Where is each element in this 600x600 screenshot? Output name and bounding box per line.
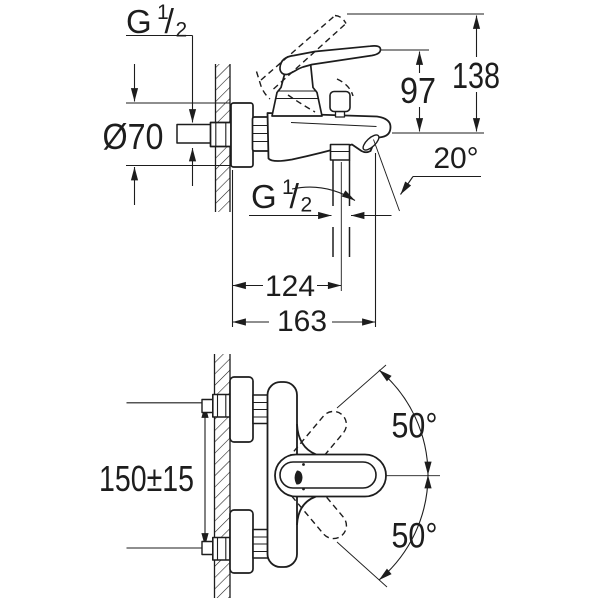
spout-angle-label: 20° (433, 142, 478, 175)
escutcheon-front-top (229, 376, 254, 443)
wall-nut-top (212, 393, 231, 418)
inlet-pipe-stub (176, 123, 213, 144)
aerator-outlet (362, 134, 380, 151)
dim-height-97 (381, 49, 429, 132)
inlet-stub-top (201, 398, 214, 414)
cartridge-dome (271, 62, 323, 117)
inlet-distance-label: 150±15 (99, 458, 194, 499)
lever-handle-side (279, 45, 382, 76)
escutcheon-front-bottom (229, 509, 254, 574)
front-view: 150±15 50° 50° (99, 354, 440, 598)
dim-extension-lines (231, 153, 377, 327)
thread-size-label-top: G 1 / 2 (126, 1, 187, 42)
dim-diameter-70 (126, 64, 230, 205)
height-to-lever-label: 97 (400, 70, 436, 111)
wall-nut-bottom (212, 536, 231, 561)
depth-total-label: 163 (277, 305, 327, 338)
faucet-body-side (266, 112, 392, 162)
body-lever-fillet-bottom (296, 495, 317, 526)
dim-thread-top (126, 34, 197, 186)
shower-outlet (329, 143, 351, 257)
side-view: G 1 / 2 Ø70 138 97 20° G 1 / 2 124 163 (103, 1, 501, 338)
swing-up-label: 50° (392, 407, 438, 446)
thread-size-label-mid: G 1 / 2 (251, 176, 312, 217)
dim-inlet-distance-150 (126, 402, 209, 549)
lever-raised-dashed (255, 14, 354, 113)
front-wall-hatch (213, 354, 231, 598)
diverter-knob (329, 90, 351, 118)
dim-thread-mid (249, 186, 392, 220)
body-lever-fillet-top (296, 423, 317, 456)
height-total-label: 138 (452, 55, 500, 96)
dim-spout-angle-20 (373, 139, 481, 212)
wall-hex-nut (209, 121, 232, 148)
depth-outlet-label: 124 (265, 270, 315, 303)
union-nut-side (251, 116, 272, 152)
lever-logo-mark (294, 470, 303, 485)
diameter-label: Ø70 (103, 116, 164, 157)
escutcheon-side (230, 102, 254, 168)
dim-height-138 (347, 13, 484, 134)
inlet-stub-bottom (201, 540, 214, 556)
lever-handle-front (274, 453, 387, 498)
swing-down-label: 50° (392, 517, 438, 556)
